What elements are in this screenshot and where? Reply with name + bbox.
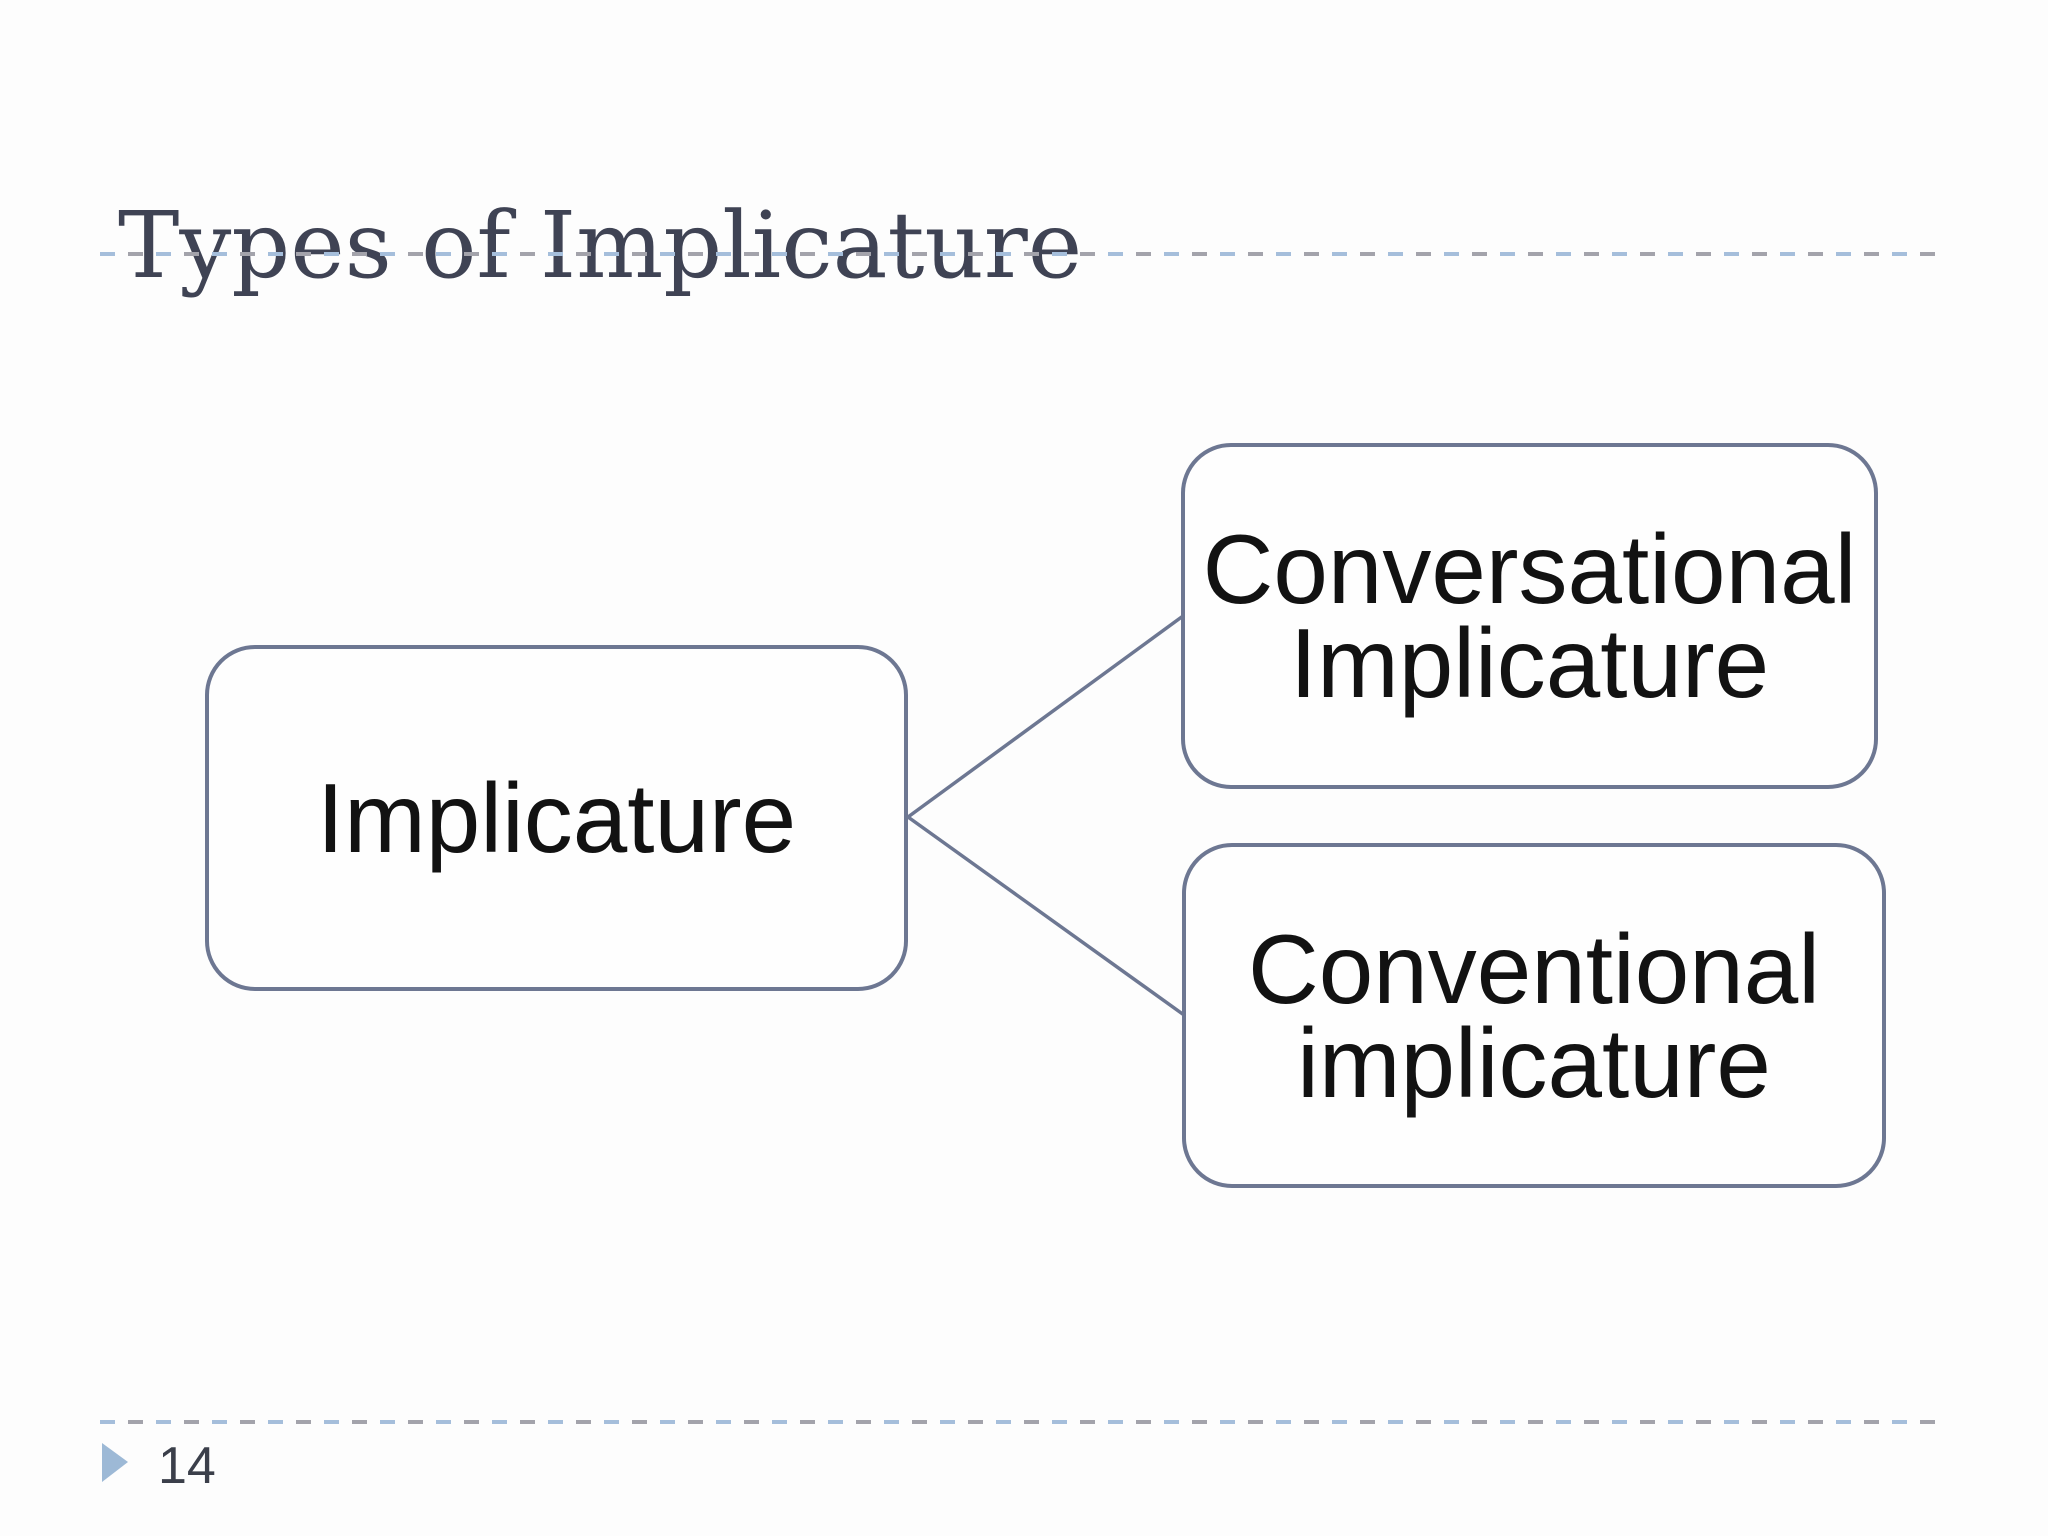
diagram-node-conversational-implicature: Conversational Implicature xyxy=(1181,443,1878,789)
diagram-node-label-line: Implicature xyxy=(1289,608,1770,718)
diagram-node-label-line: implicature xyxy=(1297,1007,1771,1118)
page-marker-triangle-icon xyxy=(102,1443,128,1482)
diagram-node-implicature: Implicature xyxy=(205,645,908,991)
title-dashed-divider xyxy=(100,252,1948,256)
diagram-node-conventional-implicature: Conventional implicature xyxy=(1182,843,1886,1188)
footer-dashed-divider xyxy=(100,1420,1948,1424)
connector-line-bottom xyxy=(906,815,1186,1017)
diagram-node-label-line: Conversational xyxy=(1202,514,1857,624)
page-number: 14 xyxy=(158,1437,216,1495)
diagram-node-label: Implicature xyxy=(316,763,797,873)
diagram-node-label-line: Conventional xyxy=(1247,913,1821,1024)
slide-title: Types of Implicature xyxy=(118,191,1083,299)
connector-line-top xyxy=(906,614,1185,819)
